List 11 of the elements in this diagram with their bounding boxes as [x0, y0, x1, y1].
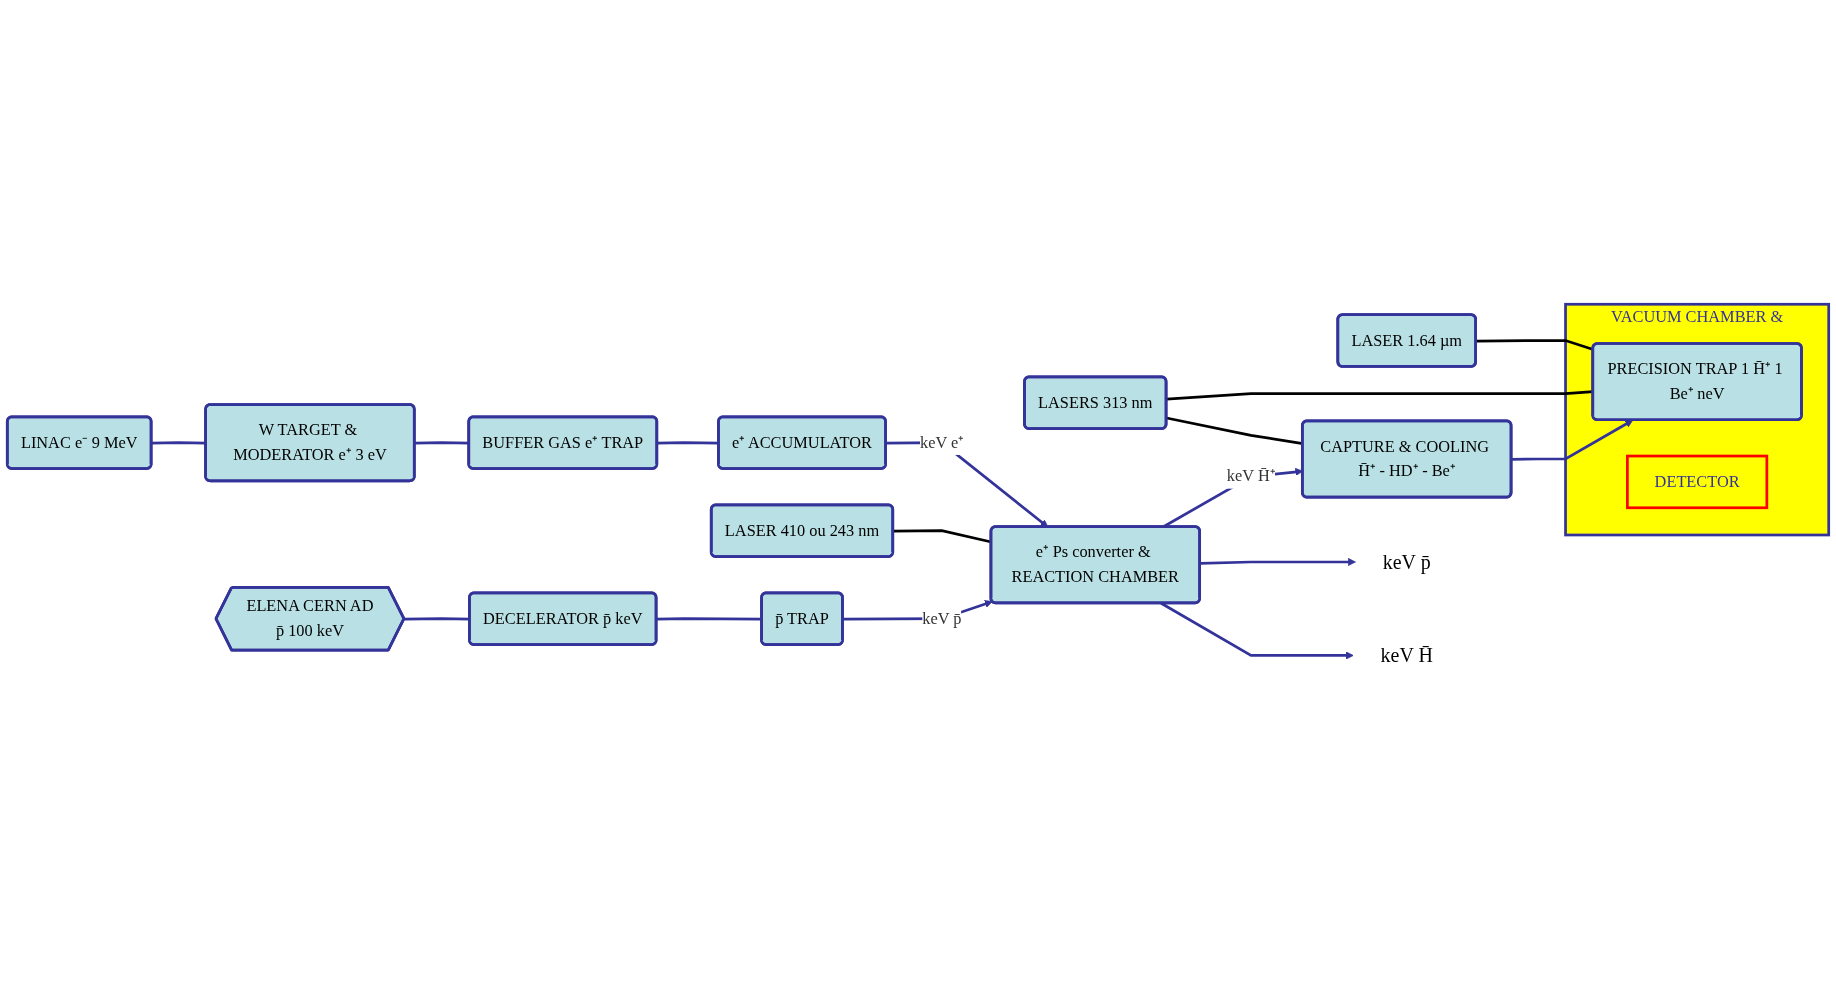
node-text: keV H̄: [1380, 644, 1433, 668]
edge-label: keV H̄⁺: [1226, 467, 1276, 486]
edge-label: keV e⁺: [919, 433, 964, 452]
edge-label: keV p̄: [922, 609, 962, 628]
connector: [404, 617, 470, 621]
connector: [657, 441, 719, 445]
connector: [656, 617, 762, 621]
node-text: keV p̄: [1382, 550, 1431, 574]
node-box: DETECTOR: [1626, 455, 1769, 510]
arrow: [1511, 420, 1634, 462]
arrow: [1200, 558, 1356, 567]
